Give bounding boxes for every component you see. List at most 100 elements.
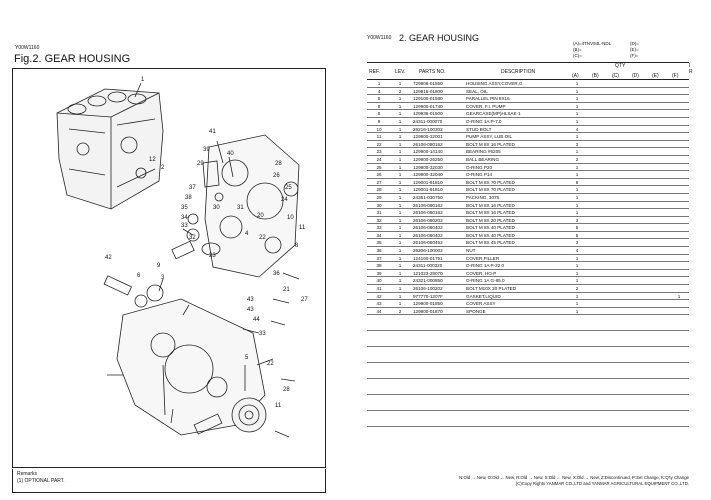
- left-page: Y00W1160 Fig.2. GEAR HOUSING: [0, 0, 336, 500]
- ref-cell: 5: [377, 96, 381, 102]
- svg-text:25: 25: [285, 185, 292, 191]
- header-ref: REF.: [369, 69, 380, 75]
- level-cell: 1: [398, 301, 402, 307]
- description-cell: COVER,FILLER: [466, 255, 500, 261]
- level-cell: 1: [398, 286, 402, 292]
- svg-text:11: 11: [275, 403, 282, 409]
- svg-text:43: 43: [247, 297, 254, 303]
- svg-text:28: 28: [275, 161, 282, 167]
- level-cell: 1: [398, 278, 402, 284]
- part-number-cell: 26106-080402: [413, 225, 443, 231]
- part-number-cell: 129900-01870: [413, 308, 443, 314]
- ref-cell: 8: [377, 103, 381, 109]
- ref-cell: 44: [376, 308, 382, 314]
- qty-a-cell: 1: [575, 103, 579, 109]
- qty-a-cell: 2: [575, 156, 579, 162]
- ref-cell: 25: [376, 164, 382, 170]
- ref-cell: 28: [376, 187, 382, 193]
- qty-a-cell: 1: [575, 88, 579, 94]
- part-number-cell: 129900-01850: [413, 301, 443, 307]
- remarks-title: Remarks: [17, 471, 38, 477]
- part-number-cell: 26106-080452: [413, 240, 443, 246]
- remarks-box: Remarks (1) OPTIONAL PART.: [12, 469, 326, 493]
- header-qty-c: (C): [612, 73, 619, 79]
- level-cell: 1: [398, 103, 402, 109]
- part-number-cell: 124160-01751: [413, 255, 443, 261]
- svg-text:1: 1: [141, 77, 145, 83]
- part-number-cell: 129916-01800: [413, 88, 443, 94]
- description-cell: COVER, HO-P: [466, 270, 497, 276]
- description-cell: BALL BEARING: [466, 156, 500, 162]
- level-cell: 1: [398, 156, 402, 162]
- part-number-cell: 129900-32030: [413, 164, 443, 170]
- description-cell: PARALLEL PIN 8X16: [466, 96, 510, 102]
- svg-text:35: 35: [181, 205, 188, 211]
- svg-text:20: 20: [257, 213, 264, 219]
- svg-text:42: 42: [105, 255, 112, 261]
- svg-text:34: 34: [181, 215, 188, 221]
- ref-cell: 42: [376, 293, 382, 299]
- level-cell: 1: [398, 111, 402, 117]
- ref-cell: 30: [376, 202, 382, 208]
- ref-cell: 24: [376, 156, 382, 162]
- header-ir: I R: [689, 63, 693, 75]
- description-cell: GASKET,LIQUID: [466, 293, 501, 299]
- level-cell: 1: [398, 232, 402, 238]
- description-cell: BEARING #6205: [466, 149, 501, 155]
- svg-text:27: 27: [301, 297, 308, 303]
- part-number-cell: 129900-01740: [413, 103, 443, 109]
- svg-text:4: 4: [245, 231, 249, 237]
- variant-f: (F)=: [630, 53, 639, 58]
- ref-cell: 43: [376, 301, 382, 307]
- qty-a-cell: 1: [575, 118, 579, 124]
- description-cell: BOLT M 8X 16 PLATED: [466, 202, 515, 208]
- description-cell: O-RING 1A P-32.0: [466, 263, 505, 269]
- figure-title: Fig.2. GEAR HOUSING: [14, 53, 131, 65]
- level-cell: 1: [398, 194, 402, 200]
- variant-d: (D)=: [630, 41, 639, 46]
- qty-a-cell: 1: [575, 308, 579, 314]
- svg-text:24: 24: [281, 197, 288, 203]
- ref-cell: 38: [376, 263, 382, 269]
- svg-text:41: 41: [209, 129, 216, 135]
- level-cell: 1: [398, 240, 402, 246]
- description-cell: COVER ASSY: [466, 301, 496, 307]
- description-cell: BOLT M 8X 40 PLATED: [466, 232, 515, 238]
- description-cell: BOLT M10X 20 PLATED: [466, 286, 517, 292]
- blank-row: [367, 347, 689, 364]
- part-number-cell: 26106-080202: [413, 217, 443, 223]
- level-cell: 1: [398, 202, 402, 208]
- qty-a-cell: 1: [575, 134, 579, 140]
- ref-cell: 8: [377, 111, 381, 117]
- right-page: Y00W1160 2. GEAR HOUSING (A)=4TNV94L-NDL…: [362, 0, 711, 500]
- part-number-cell: 129001-91810: [413, 187, 443, 193]
- level-cell: 1: [398, 81, 402, 86]
- description-cell: O-RING 1A G-85.0: [466, 278, 505, 284]
- qty-a-cell: 3: [575, 141, 579, 147]
- svg-text:43: 43: [247, 307, 254, 313]
- blank-row: [367, 411, 689, 428]
- level-cell: 1: [398, 187, 402, 193]
- description-cell: BOLT M 8X 16 PLATED: [466, 141, 515, 147]
- qty-a-cell: 5: [575, 225, 579, 231]
- qty-f-cell: 1: [677, 293, 681, 299]
- svg-text:28: 28: [283, 387, 290, 393]
- part-number-cell: 729906-01550: [413, 81, 443, 86]
- qty-a-cell: 3: [575, 240, 579, 246]
- svg-text:30: 30: [213, 205, 220, 211]
- qty-a-cell: 3: [575, 217, 579, 223]
- qty-a-cell: 5: [575, 232, 579, 238]
- qty-a-cell: 2: [575, 286, 579, 292]
- ref-cell: 1: [377, 81, 381, 86]
